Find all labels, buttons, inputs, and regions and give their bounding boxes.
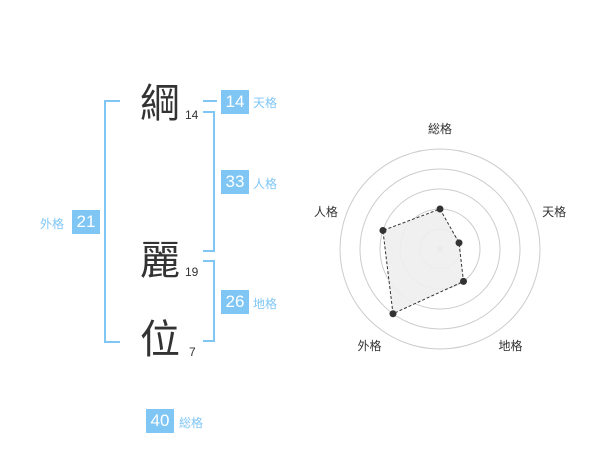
tenkaku-bracket <box>203 100 217 102</box>
radar-point <box>455 239 463 247</box>
radar-point <box>436 205 444 213</box>
tenkaku-value: 14 <box>221 90 249 114</box>
name-char-2-strokes: 19 <box>185 265 199 279</box>
soukaku-label: 総格 <box>179 416 204 430</box>
radar-axis-label: 地格 <box>499 338 523 353</box>
chikaku-bracket <box>203 260 215 342</box>
radar-data-area <box>382 208 465 315</box>
radar-points <box>379 205 468 318</box>
name-char-3: 位 <box>140 317 180 363</box>
gaikaku-bracket <box>104 100 120 343</box>
name-char-3-strokes: 7 <box>189 345 196 359</box>
name-char-2: 麗 <box>140 238 180 284</box>
soukaku-value: 40 <box>146 409 174 433</box>
radar-axis-label: 天格 <box>542 204 566 219</box>
radar-grid-circle <box>379 188 501 310</box>
jinkaku-value: 33 <box>221 170 249 194</box>
gaikaku-value: 21 <box>72 210 100 234</box>
jinkaku-label: 人格 <box>253 177 278 191</box>
gaikaku-label: 外格 <box>40 217 65 231</box>
chikaku-label: 地格 <box>253 297 278 311</box>
tenkaku-label: 天格 <box>253 96 278 110</box>
radar-axis-label: 外格 <box>357 338 381 353</box>
chikaku-value: 26 <box>221 290 249 314</box>
radar-axis-label: 人格 <box>314 204 338 219</box>
radar-point <box>460 277 468 285</box>
jinkaku-bracket <box>203 111 215 252</box>
name-char-1-strokes: 14 <box>185 108 199 122</box>
name-char-1: 綱 <box>140 81 180 127</box>
radar-grid-circle <box>359 168 521 330</box>
radar-point <box>389 310 397 318</box>
radar-axis-label: 総格 <box>428 121 452 136</box>
radar-point <box>379 226 387 234</box>
radar-grid-circle <box>339 148 541 350</box>
